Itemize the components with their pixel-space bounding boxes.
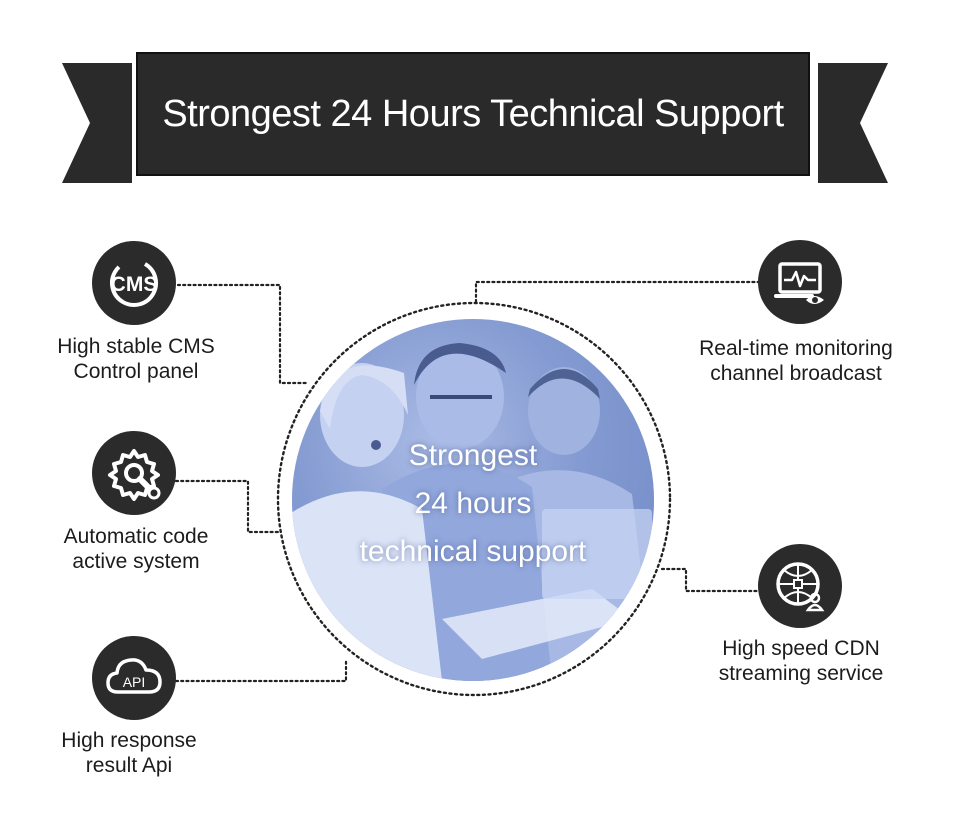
feature-label-cms-line1: High stable CMS xyxy=(57,335,215,358)
feature-label-cdn: High speed CDN streaming service xyxy=(671,636,931,686)
banner-right-ribbon-tail xyxy=(818,63,888,183)
feature-label-monitor-line2: channel broadcast xyxy=(710,362,882,385)
center-caption: Strongest 24 hours technical support xyxy=(292,432,654,576)
api-icon-text: API xyxy=(123,674,146,690)
feature-label-code-line2: active system xyxy=(72,550,200,573)
feature-label-cms-line2: Control panel xyxy=(73,360,199,383)
feature-label-api-line2: result Api xyxy=(85,754,173,777)
support-team-photo xyxy=(292,319,654,681)
banner-title: Strongest 24 Hours Technical Support xyxy=(136,52,810,176)
cms-icon-text: CMS xyxy=(111,273,158,296)
monitor-eye-icon xyxy=(758,240,842,324)
center-dotted-ring xyxy=(276,301,672,697)
feature-label-monitor-line1: Real-time monitoring xyxy=(699,337,893,360)
feature-label-monitor: Real-time monitoring channel broadcast xyxy=(666,336,926,386)
connector-monitor xyxy=(474,280,762,304)
gear-wrench-icon xyxy=(92,431,176,515)
banner-left-ribbon-tail xyxy=(62,63,132,183)
feature-label-cms: High stable CMS Control panel xyxy=(6,334,266,384)
feature-label-api-line1: High response xyxy=(61,729,197,752)
feature-label-cdn-line2: streaming service xyxy=(718,662,884,685)
connector-cdn xyxy=(660,567,762,593)
cloud-api-icon: API xyxy=(92,636,176,720)
banner-title-text: Strongest 24 Hours Technical Support xyxy=(162,92,784,135)
feature-label-api: High response result Api xyxy=(0,728,259,778)
support-team-illustration xyxy=(292,319,654,681)
feature-label-cdn-line1: High speed CDN xyxy=(722,637,880,660)
network-globe-icon xyxy=(758,544,842,628)
cms-icon: CMS xyxy=(92,241,176,325)
feature-label-code-line1: Automatic code xyxy=(63,525,209,548)
feature-label-code: Automatic code active system xyxy=(6,524,266,574)
center-caption-line2: 24 hours xyxy=(414,487,532,520)
center-caption-line3: technical support xyxy=(359,535,587,568)
center-caption-line1: Strongest xyxy=(408,439,538,472)
